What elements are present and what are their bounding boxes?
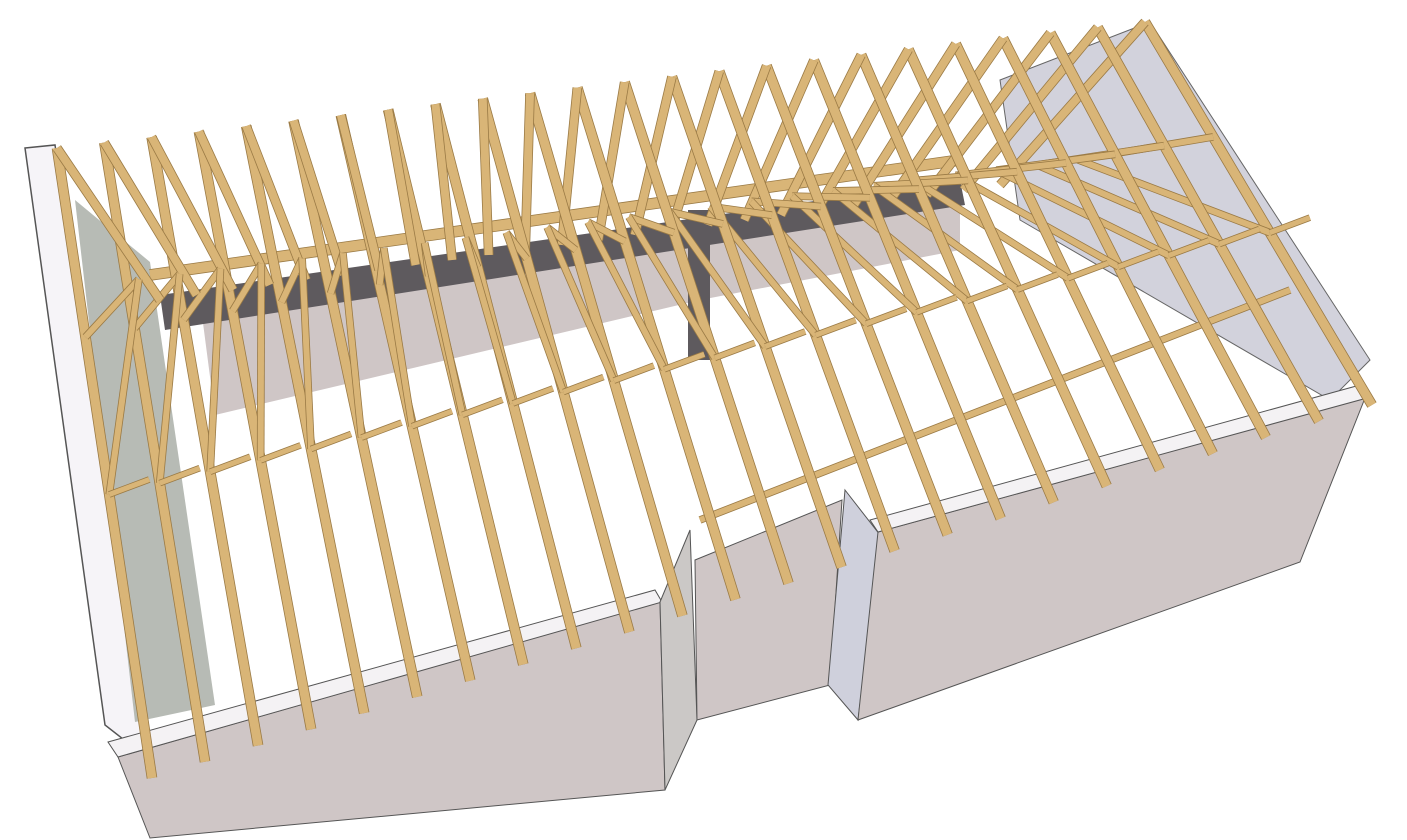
front-rafter xyxy=(52,147,157,779)
back-rafter xyxy=(289,119,347,277)
web-diagonal xyxy=(503,231,567,394)
web-collar xyxy=(209,454,252,475)
front-rafter xyxy=(857,53,1058,505)
web-diagonal xyxy=(790,193,919,315)
back-rafter xyxy=(997,19,1148,188)
web-diagonal xyxy=(106,278,142,495)
web-diagonal xyxy=(627,214,675,236)
back-rafter xyxy=(148,135,237,292)
web-collar xyxy=(108,477,151,497)
back-rafter xyxy=(777,53,865,217)
web-diagonal xyxy=(832,186,920,194)
web-collar xyxy=(259,443,302,463)
web-collar xyxy=(310,431,352,452)
web-collar xyxy=(158,465,201,486)
web-collar xyxy=(612,363,655,383)
web-diagonal xyxy=(230,262,264,313)
web-diagonal xyxy=(544,226,617,382)
web-diagonal xyxy=(667,209,768,349)
front-rafter xyxy=(620,80,793,585)
front-rafter xyxy=(904,47,1111,488)
web-collar xyxy=(1067,260,1109,281)
web-collar xyxy=(562,374,605,395)
front-rafter xyxy=(1093,25,1323,424)
web-collar xyxy=(865,306,908,327)
back-rafter xyxy=(960,24,1101,193)
web-diagonal xyxy=(299,258,315,450)
back-rafter xyxy=(384,108,420,266)
web-collar xyxy=(1268,215,1311,235)
web-collar xyxy=(663,351,706,372)
web-diagonal xyxy=(585,220,667,371)
web-diagonal xyxy=(586,219,627,244)
front-rafter xyxy=(667,75,846,569)
ridge-purlin xyxy=(149,155,961,280)
back-rafter xyxy=(594,81,629,241)
building-walls xyxy=(24,21,1371,839)
front-rafter xyxy=(1046,30,1270,440)
web-diagonal xyxy=(380,247,415,427)
web-diagonal xyxy=(83,277,142,340)
front-rafter xyxy=(951,41,1164,472)
front-rafter xyxy=(147,136,263,747)
web-diagonal xyxy=(462,236,516,405)
web-collar xyxy=(764,329,807,349)
back-rafter xyxy=(336,114,384,271)
web-diagonal xyxy=(207,268,224,472)
web-collar xyxy=(1016,272,1059,292)
back-rafter xyxy=(850,41,960,208)
lower-purlin xyxy=(698,287,1292,523)
back-rafter xyxy=(431,103,457,261)
back-rafter xyxy=(813,47,912,212)
web-collar xyxy=(1218,226,1261,247)
front-rafter xyxy=(762,64,952,537)
web-diagonal xyxy=(421,242,466,416)
web-collar xyxy=(360,420,403,440)
web-collar xyxy=(411,408,453,429)
web-diagonal xyxy=(1076,156,1271,236)
web-collar xyxy=(966,283,1008,304)
back-rafter xyxy=(478,98,493,256)
web-diagonal xyxy=(872,183,1020,293)
back-rafter xyxy=(521,93,535,251)
web-diagonal xyxy=(831,188,969,304)
web-diagonal xyxy=(1035,162,1221,247)
web-diagonal xyxy=(181,267,223,322)
back-rafter xyxy=(242,124,310,282)
web-collar xyxy=(814,317,857,338)
front-rafter xyxy=(715,69,899,553)
back-rafter xyxy=(100,140,200,298)
back-rafter xyxy=(53,145,164,303)
web-diagonal xyxy=(156,273,183,484)
web-diagonal xyxy=(339,252,365,438)
web-collar xyxy=(512,386,554,406)
front-rafter xyxy=(999,36,1217,456)
roof-trusses xyxy=(51,18,1377,779)
web-diagonal xyxy=(668,208,724,227)
web-collar xyxy=(461,397,504,418)
back-rafter xyxy=(195,129,274,287)
front-rafter xyxy=(573,86,740,601)
web-diagonal xyxy=(626,215,718,360)
web-diagonal xyxy=(792,193,870,201)
front-rafter xyxy=(241,125,369,715)
web-collar xyxy=(915,295,958,315)
web-collar xyxy=(1168,238,1210,258)
front-rafter xyxy=(194,130,316,731)
front-rafter xyxy=(809,58,1005,521)
front-rafter xyxy=(1141,19,1376,408)
back-rafter xyxy=(740,58,818,222)
web-collar xyxy=(713,340,756,361)
web-collar xyxy=(1117,249,1160,270)
web-diagonal xyxy=(257,263,265,461)
